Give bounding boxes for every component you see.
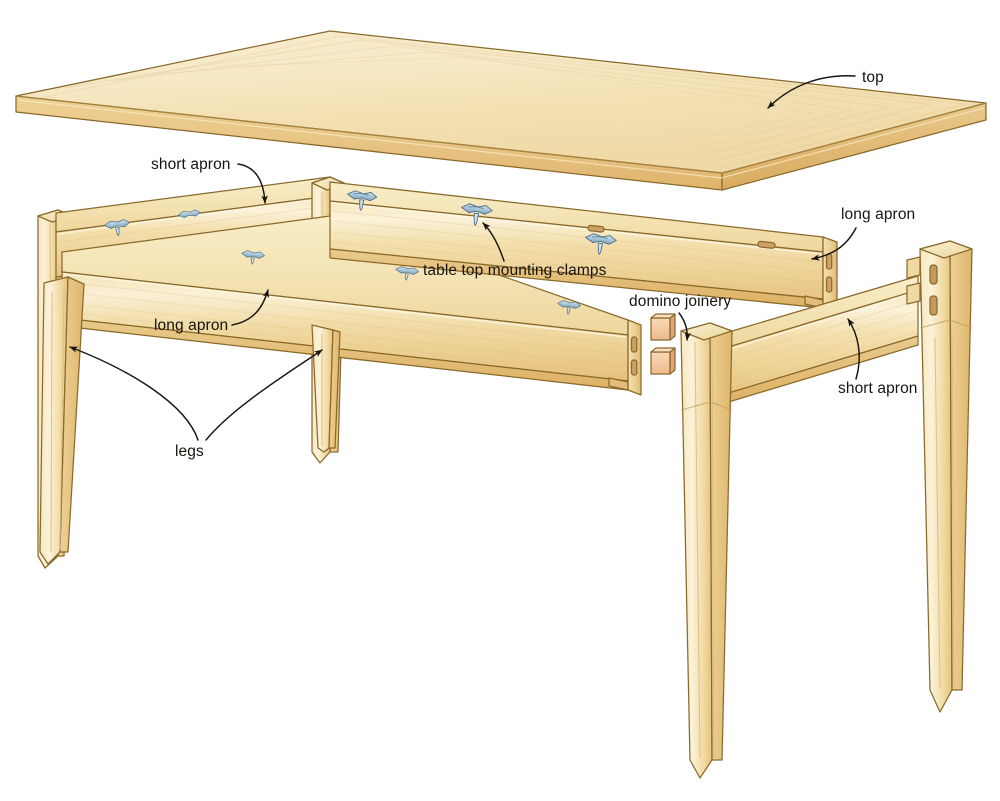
- label-domino-joinery: domino joinery: [629, 293, 731, 310]
- mounting-clamp: [585, 233, 617, 255]
- mounting-clamp: [557, 300, 581, 315]
- label-short-apron-left: short apron: [151, 156, 231, 173]
- mounting-clamp: [241, 250, 265, 265]
- label-long-apron-right: long apron: [841, 206, 915, 223]
- label-legs: legs: [175, 443, 204, 460]
- domino-tenon: [650, 347, 676, 375]
- label-top: top: [862, 69, 884, 86]
- long-apron-detached: [329, 181, 838, 313]
- callout-long-apron-left: long apron: [154, 289, 269, 334]
- callout-long-apron-right: long apron: [811, 206, 915, 261]
- table-top-panel: [15, 30, 987, 191]
- mounting-clamp: [395, 266, 419, 281]
- clamp-slot: [587, 224, 605, 233]
- leg-front-right: [680, 322, 733, 779]
- domino-tenon: [650, 313, 676, 341]
- long-apron-front: [61, 215, 642, 396]
- callout-short-apron-left: short apron: [151, 156, 268, 204]
- callout-legs: legs: [69, 346, 323, 460]
- domino-tenons: [650, 313, 676, 375]
- long-apron-detached-end: [804, 236, 838, 313]
- label-long-apron-left: long apron: [154, 317, 228, 334]
- label-short-apron-right: short apron: [838, 380, 918, 397]
- mounting-clamp: [104, 219, 130, 237]
- leg-front-left: [39, 276, 85, 565]
- mounting-clamp: [347, 190, 378, 211]
- leg-detached-right: [906, 240, 973, 713]
- callout-domino-joinery: domino joinery: [629, 293, 731, 341]
- callout-short-apron-right: short apron: [838, 318, 918, 397]
- leg-mortise: [929, 295, 938, 316]
- top-grain: [35, 35, 966, 169]
- callout-top: top: [767, 69, 884, 109]
- mounting-clamp: [461, 203, 493, 226]
- label-mounting-clamps: table top mounting clamps: [423, 262, 607, 279]
- mounting-clamp: [178, 209, 201, 218]
- clamp-slot: [757, 240, 776, 249]
- mounting-clamp-row: [104, 190, 617, 315]
- annotations: top short apron long apron table top mou…: [69, 69, 918, 460]
- callout-mounting-clamps: table top mounting clamps: [423, 222, 607, 279]
- leg-mortise: [929, 264, 938, 285]
- long-apron-front-end: [608, 319, 642, 396]
